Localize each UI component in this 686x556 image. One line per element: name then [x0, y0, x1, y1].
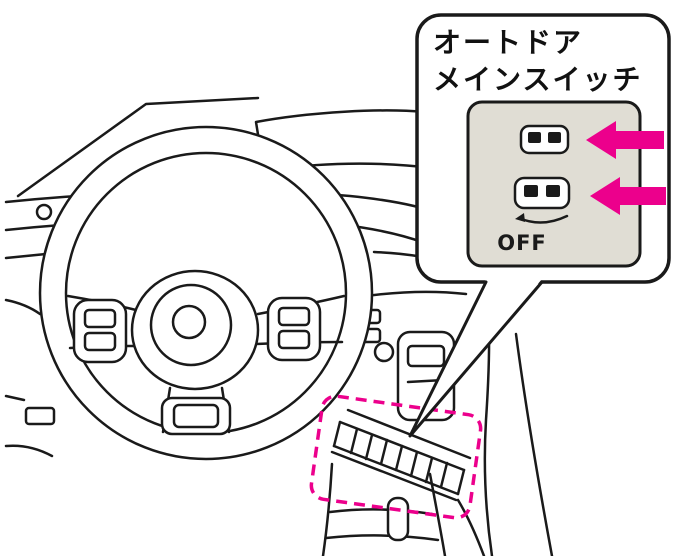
steering-wheel [38, 125, 374, 461]
callout-title-line2: メインスイッチ [433, 63, 643, 96]
highlight-arrow-bottom-icon [590, 177, 666, 215]
right-spoke-button-pod [266, 296, 322, 362]
dash-knob [35, 203, 53, 221]
auto-door-switch-strip [330, 408, 486, 556]
power-slide-door-open-icon [513, 176, 571, 224]
lower-dash-switch [24, 406, 56, 426]
highlight-arrow-top-icon [586, 121, 664, 159]
bottom-spoke-pod [160, 396, 232, 436]
callout-title: オートドア メインスイッチ [433, 24, 642, 98]
callout: OFF [408, 13, 671, 438]
dash-button-round [373, 341, 395, 363]
wheel-hub-center [171, 304, 207, 340]
a-pillar-line [16, 96, 260, 198]
left-spoke-button-pod [72, 298, 128, 364]
off-label: OFF [497, 231, 547, 255]
power-slide-door-close-icon [519, 124, 570, 155]
callout-title-line1: オートドア [433, 26, 584, 59]
callout-leader-lines [408, 280, 544, 438]
column-stalk [386, 496, 410, 542]
